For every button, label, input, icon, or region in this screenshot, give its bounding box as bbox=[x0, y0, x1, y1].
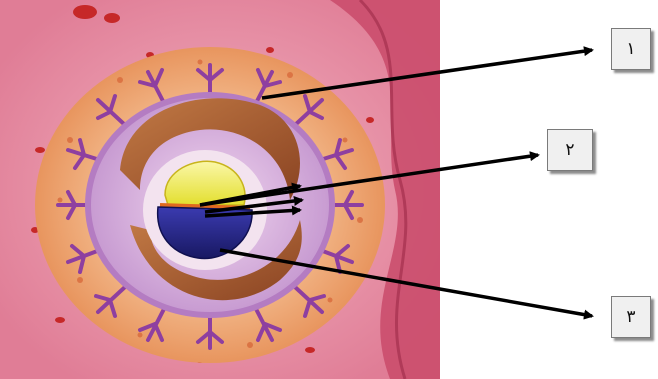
label-1-text: ١ bbox=[626, 39, 635, 59]
label-3-text: ٣ bbox=[626, 307, 635, 327]
label-2-text: ٢ bbox=[565, 140, 574, 160]
label-box-1: ١ bbox=[611, 28, 651, 70]
label-box-2: ٢ bbox=[547, 129, 593, 171]
label-box-3: ٣ bbox=[611, 296, 651, 338]
